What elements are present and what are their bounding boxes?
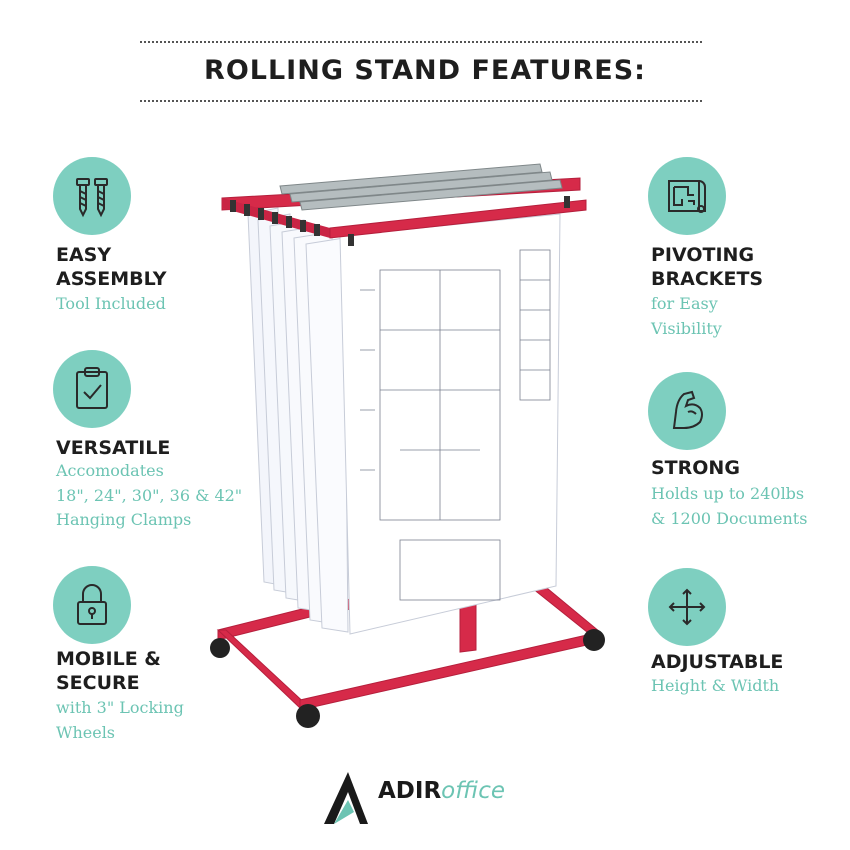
feature-sub-easy-assembly: Tool Included — [56, 294, 166, 313]
padlock-icon — [53, 566, 131, 644]
feature-title-adjustable: ADJUSTABLE — [651, 651, 784, 673]
feature-sub-mobile-secure: with 3" Locking Wheels — [56, 698, 184, 742]
feature-title-pivoting-brackets: PIVOTING BRACKETS — [651, 244, 764, 290]
feature-sub-adjustable: Height & Width — [651, 676, 780, 695]
rolling-stand-product-image — [210, 163, 605, 728]
feature-title-versatile: VERSATILE — [56, 437, 171, 459]
feature-sub-pivoting-brackets: for Easy Visibility — [651, 294, 722, 338]
feature-sub-versatile: Accomodates 18", 24", 30", 36 & 42" Hang… — [56, 461, 243, 529]
clipboard-check-icon — [53, 350, 131, 428]
dotted-divider-top — [140, 41, 702, 43]
page-title: ROLLING STAND FEATURES: — [204, 55, 646, 86]
feature-title-strong: STRONG — [651, 457, 740, 479]
feature-title-mobile-secure: MOBILE & SECURE — [56, 648, 161, 694]
move-arrows-icon — [648, 568, 726, 646]
screws-icon — [53, 157, 131, 235]
adiroffice-logo: ADIRoffice — [320, 768, 520, 828]
adir-triangle-logo-icon — [324, 772, 368, 824]
flexed-arm-icon — [648, 372, 726, 450]
feature-sub-strong: Holds up to 240lbs & 1200 Documents — [651, 484, 808, 528]
logo-wordmark: ADIRoffice — [378, 778, 506, 804]
feature-title-easy-assembly: EASY ASSEMBLY — [56, 244, 167, 290]
dotted-divider-bottom — [140, 100, 702, 102]
blueprint-icon — [648, 157, 726, 235]
